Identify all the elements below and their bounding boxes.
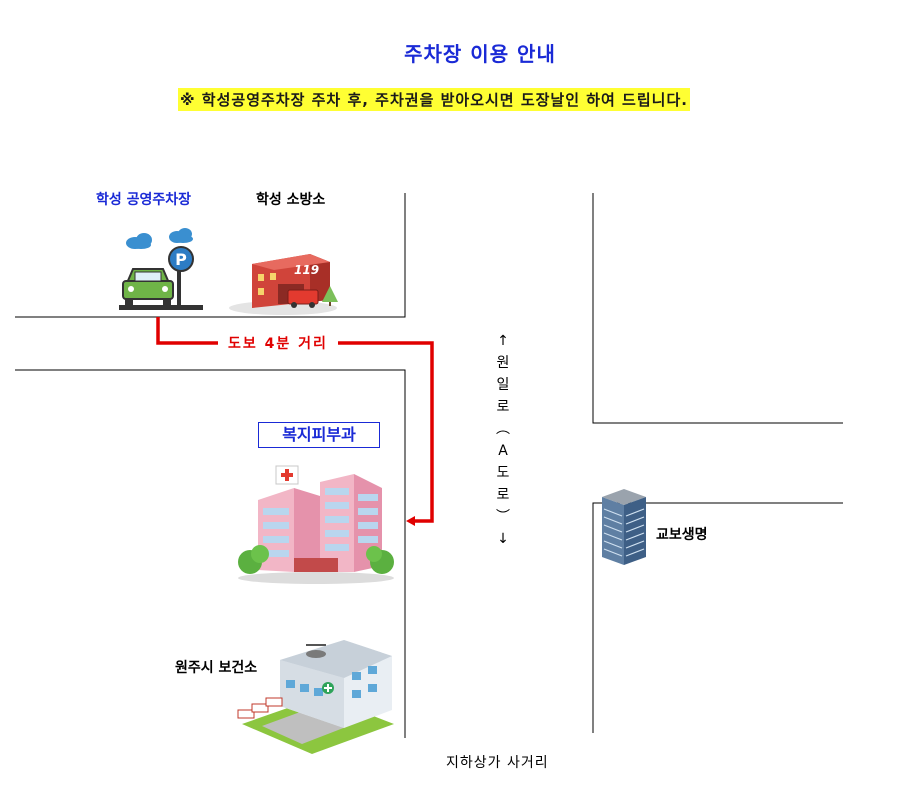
road-edge-upper-right: [592, 193, 843, 424]
parking-sign-letter: P: [175, 250, 187, 269]
road-char: 일: [496, 377, 510, 393]
road-edge-upper-left: [15, 193, 406, 318]
route-arrowhead: [406, 516, 415, 526]
intersection-label: 지하상가 사거리: [446, 755, 549, 771]
road-char: ︶: [496, 509, 510, 525]
fire-station-icon: 119: [229, 254, 338, 315]
road-char: 로: [496, 399, 510, 415]
walking-distance-label: 도보 4분 거리: [218, 333, 338, 353]
road-char: A: [498, 443, 508, 459]
road-edge-lower-right: [592, 502, 843, 733]
road-char: 로: [496, 487, 510, 503]
road-edge-lower-left: [15, 369, 406, 738]
parking-lot-label: 학성 공영주차장: [96, 192, 192, 208]
fire-station-sign: 119: [294, 263, 319, 277]
parking-lot-icon: P: [119, 228, 203, 310]
road-char: ︵: [496, 421, 510, 437]
health-center-label: 원주시 보건소: [175, 660, 258, 676]
parking-notice: ※ 학성공영주차장 주차 후, 주차권을 받아오시면 도장날인 하여 드립니다.: [178, 88, 690, 111]
walking-route-line: [156, 317, 434, 523]
kyobo-label: 교보생명: [656, 527, 708, 543]
road-name-vertical: ↑ 원 일 로 ︵ A 도 로 ︶ ↓: [490, 330, 516, 550]
clinic-building-icon: [238, 465, 394, 584]
road-char: 원: [496, 355, 510, 371]
health-center-icon: [237, 640, 394, 754]
page-title: 주차장 이용 안내: [404, 42, 556, 66]
clinic-label: 복지피부과: [258, 422, 380, 448]
fire-station-label: 학성 소방소: [256, 192, 326, 208]
road-char: 도: [496, 465, 510, 481]
road-arrow-up: ↑: [497, 333, 509, 349]
road-arrow-down: ↓: [497, 531, 509, 547]
kyobo-building-icon: [602, 489, 646, 565]
